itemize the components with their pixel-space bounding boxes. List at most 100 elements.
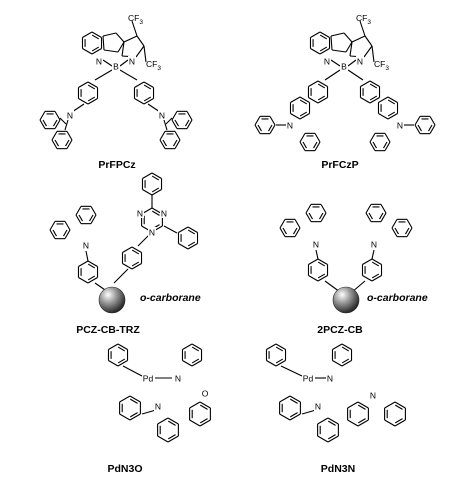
pcz-cb-trz-atom-n1: N [83,241,89,251]
pdn3n-carbazole-ring-a-double [289,398,298,404]
prfczp-cz-left-a [317,97,328,104]
pdn3n-pyridine-left-double [275,358,284,364]
pdn3n-carbazole-ring-b-double [327,434,336,440]
cf3-label-1b: CF3 [146,59,161,72]
2pcz-cb-cz-right-a [380,204,387,214]
pdn3n-pyridine-right-double [341,358,350,364]
prfczp-cz-right-c-double [372,141,377,149]
prfpcz-pyridine [82,31,93,38]
pdn3n-cz-ring-c [347,401,359,409]
2pcz-cb-phenyl-right-double [371,273,380,279]
pdn3o-pyridine-left [108,343,119,350]
prfczp-atom-n2: N [357,57,363,67]
compound-name-prfpcz: PrFPCz [98,159,135,171]
pdn3o-phenyl [189,419,201,427]
prfczp-cz-right-a [360,97,371,104]
prfczp-pyridine [319,48,330,55]
prfczp-phenyl-left-double [268,124,273,132]
2pcz-cb-cz-right-a-double [368,212,373,220]
pdn3o-pyridine-right-double [191,346,200,352]
2pcz-cb-cz-right-a-double [379,212,384,220]
pdn3o-atom-pd-bg [144,373,152,383]
prfczp-cz-left-b [299,113,310,120]
pdn3n-atom-n3: N [370,391,376,401]
bond-31 [301,409,317,415]
pdn3o-pyridine-left [117,343,128,350]
prfpcz-phenyl-right [134,81,145,88]
pdn3o-pyridine-left-double [117,346,126,352]
pdn3o-pyridine-right [182,343,193,350]
prfczp-phenyl-left-double [257,124,262,132]
pdn3n-cz-ring-c [357,401,369,409]
prfczp-cz-right-b-double [387,99,396,105]
pcz-cb-trz-cz-b [75,214,82,224]
prfczp-phenyl-right-double [428,124,433,132]
prfpcz-cz-right-a [171,111,178,121]
pdn3n-atom-pd: Pd [303,374,314,384]
prfczp-cz-left-a-double [317,83,326,89]
pcz-cb-trz-phenyl-left [87,260,98,267]
bond-21 [85,250,89,262]
prfpcz-cz-right-b [159,131,166,141]
2pcz-cb-phenyl-left [308,275,319,282]
pdn3o-carbazole-ring-a [119,413,131,421]
pcz-cb-trz-cz-a [64,221,71,231]
prfpcz-atom-n4: N [159,111,165,121]
pcz-cb-trz-phenyl-mid [122,246,133,253]
2pcz-cb-cz-left-a-double [282,227,287,235]
bond-1 [119,59,129,67]
prfczp-pyrrole [351,35,366,43]
bond-13 [347,69,364,81]
prfpcz-atom-n3-bg [66,110,74,120]
prfczp-cz-right-a-double [369,95,378,101]
prfpcz-cz-left-b [51,131,58,141]
pdn3o-pyridine-right [182,360,193,367]
2pcz-cb-cz-left-b [305,204,312,214]
prfczp-cz-right-a [369,80,380,87]
pcz-cb-trz-phenyl-right [187,243,198,250]
pdn3n-cz-ring-d [384,401,396,409]
pdn3n-pyridine-right [332,343,343,350]
prfczp-atom-b-bg [340,61,348,71]
prfczp-cz-left-c [299,133,306,143]
prfpcz-cz-left-a [39,111,46,121]
prfczp-cz-right-c [384,133,391,143]
pcz-cb-trz-atom-n2-bg [136,208,144,218]
prfczp-5ring [345,41,353,53]
2pcz-cb-cz-left-a-double [293,227,298,235]
prfpcz-pyrrole [135,45,145,58]
2pcz-cb-cz-left-a [279,219,286,229]
prfpcz-cz-right-b [174,139,181,149]
prfpcz-cz-right-a [186,111,193,121]
prfpcz-cz-left-b [66,131,73,141]
prfczp-cz-right-c [369,133,376,143]
pcz-cb-trz-phenyl-mid-double [131,261,140,267]
pcz-cb-trz-phenyl-left [78,260,89,267]
pcz-cb-trz-atom-n3-bg [160,208,168,218]
pcz-cb-trz-cz-b [90,206,97,216]
prfpcz-phenyl-left [87,81,98,88]
prfpcz-atom-n1: N [96,57,102,67]
prfczp-pyridine-double [319,34,328,40]
prfczp-phenyl-right [429,124,436,134]
prfczp-atom-n1-bg [323,56,331,66]
pdn3n-carbazole-ring-b [327,417,339,425]
prfpcz-cf3-bond-b [143,45,147,63]
prfpcz-atom-n2-bg [128,56,136,66]
prfczp-cz-left-c [314,141,321,151]
pdn3n-cz-ring-c [357,419,369,427]
pdn3n-carbazole-ring-b [317,435,329,443]
pcz-cb-trz-cz-b [90,214,97,224]
pdn3n-cz-ring-c-double [357,404,366,410]
prfczp-cz-left-b [299,96,310,103]
bond-2 [94,69,113,81]
pdn3o-atom-n1: N [175,374,181,384]
prfczp-5ring [330,35,333,51]
prfpcz-pyridine [82,48,93,55]
pdn3n-carbazole-ring-a [289,413,301,421]
2pcz-cb-phenyl-left-double [317,261,326,267]
pdn3n-cz-ring-d [394,401,406,409]
carborane-label-2: o-carborane [367,292,428,304]
compound-name-2pcz-cb: 2PCZ-CB [317,324,363,336]
pdn3o-carbazole-ring-b-double [167,420,176,426]
